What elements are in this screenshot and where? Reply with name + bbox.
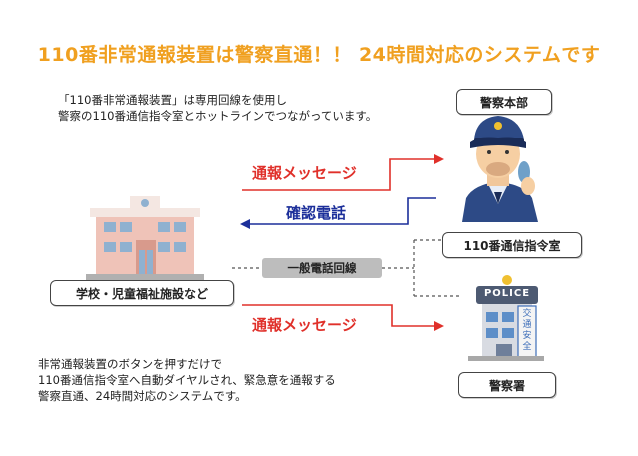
- school-building-icon: [86, 196, 204, 280]
- traffic-safety-sign: 交通安全: [522, 309, 532, 352]
- confirm-arrow: [246, 197, 436, 225]
- report-arrow-top-head: [434, 154, 444, 164]
- node-police-station-label: 警察署: [488, 378, 525, 393]
- node-police-hq-label: 警察本部: [479, 95, 528, 110]
- report-label-top: 通報メッセージ: [252, 164, 357, 182]
- intro-line-1: 「110番非常通報装置」は専用回線を使用し: [58, 93, 287, 107]
- node-police-station: 警察署: [458, 372, 556, 398]
- police-station-icon: [468, 275, 544, 361]
- confirm-label: 確認電話: [286, 204, 347, 222]
- summary-line-2: 110番通信指令室へ自動ダイヤルされ、緊急意を通報する: [38, 373, 336, 387]
- node-school-label: 学校・児童福祉施設など: [75, 286, 208, 301]
- report-arrow-top: [242, 158, 438, 191]
- confirm-arrow-head: [240, 219, 250, 229]
- police-officer-icon: [462, 116, 538, 222]
- node-police-hq: 警察本部: [456, 89, 552, 115]
- report-arrow-bottom-head: [434, 321, 444, 331]
- summary-line-3: 警察直通、24時間対応のシステムです。: [38, 389, 247, 403]
- intro-line-2: 警察の110番通信指令室とホットラインでつながっています。: [58, 109, 378, 123]
- node-school: 学校・児童福祉施設など: [50, 280, 234, 306]
- report-label-bottom: 通報メッセージ: [252, 316, 357, 334]
- general-line-label: 一般電話回線: [287, 261, 357, 275]
- intro-text: 「110番非常通報装置」は専用回線を使用し 警察の110番通信指令室とホットライ…: [58, 92, 377, 124]
- page-title: 110番非常通報装置は警察直通！！ 24時間対応のシステムです: [37, 44, 601, 66]
- summary-line-1: 非常通報装置のボタンを押すだけで: [38, 357, 222, 371]
- report-arrow-bottom: [242, 304, 438, 327]
- summary-text: 非常通報装置のボタンを押すだけで 110番通信指令室へ自動ダイヤルされ、緊急意を…: [38, 356, 336, 404]
- node-command-room: 110番通信指令室: [442, 232, 582, 258]
- node-command-room-label: 110番通信指令室: [463, 238, 561, 253]
- general-line-tag: 一般電話回線: [262, 258, 382, 278]
- police-sign: POLICE: [483, 288, 531, 299]
